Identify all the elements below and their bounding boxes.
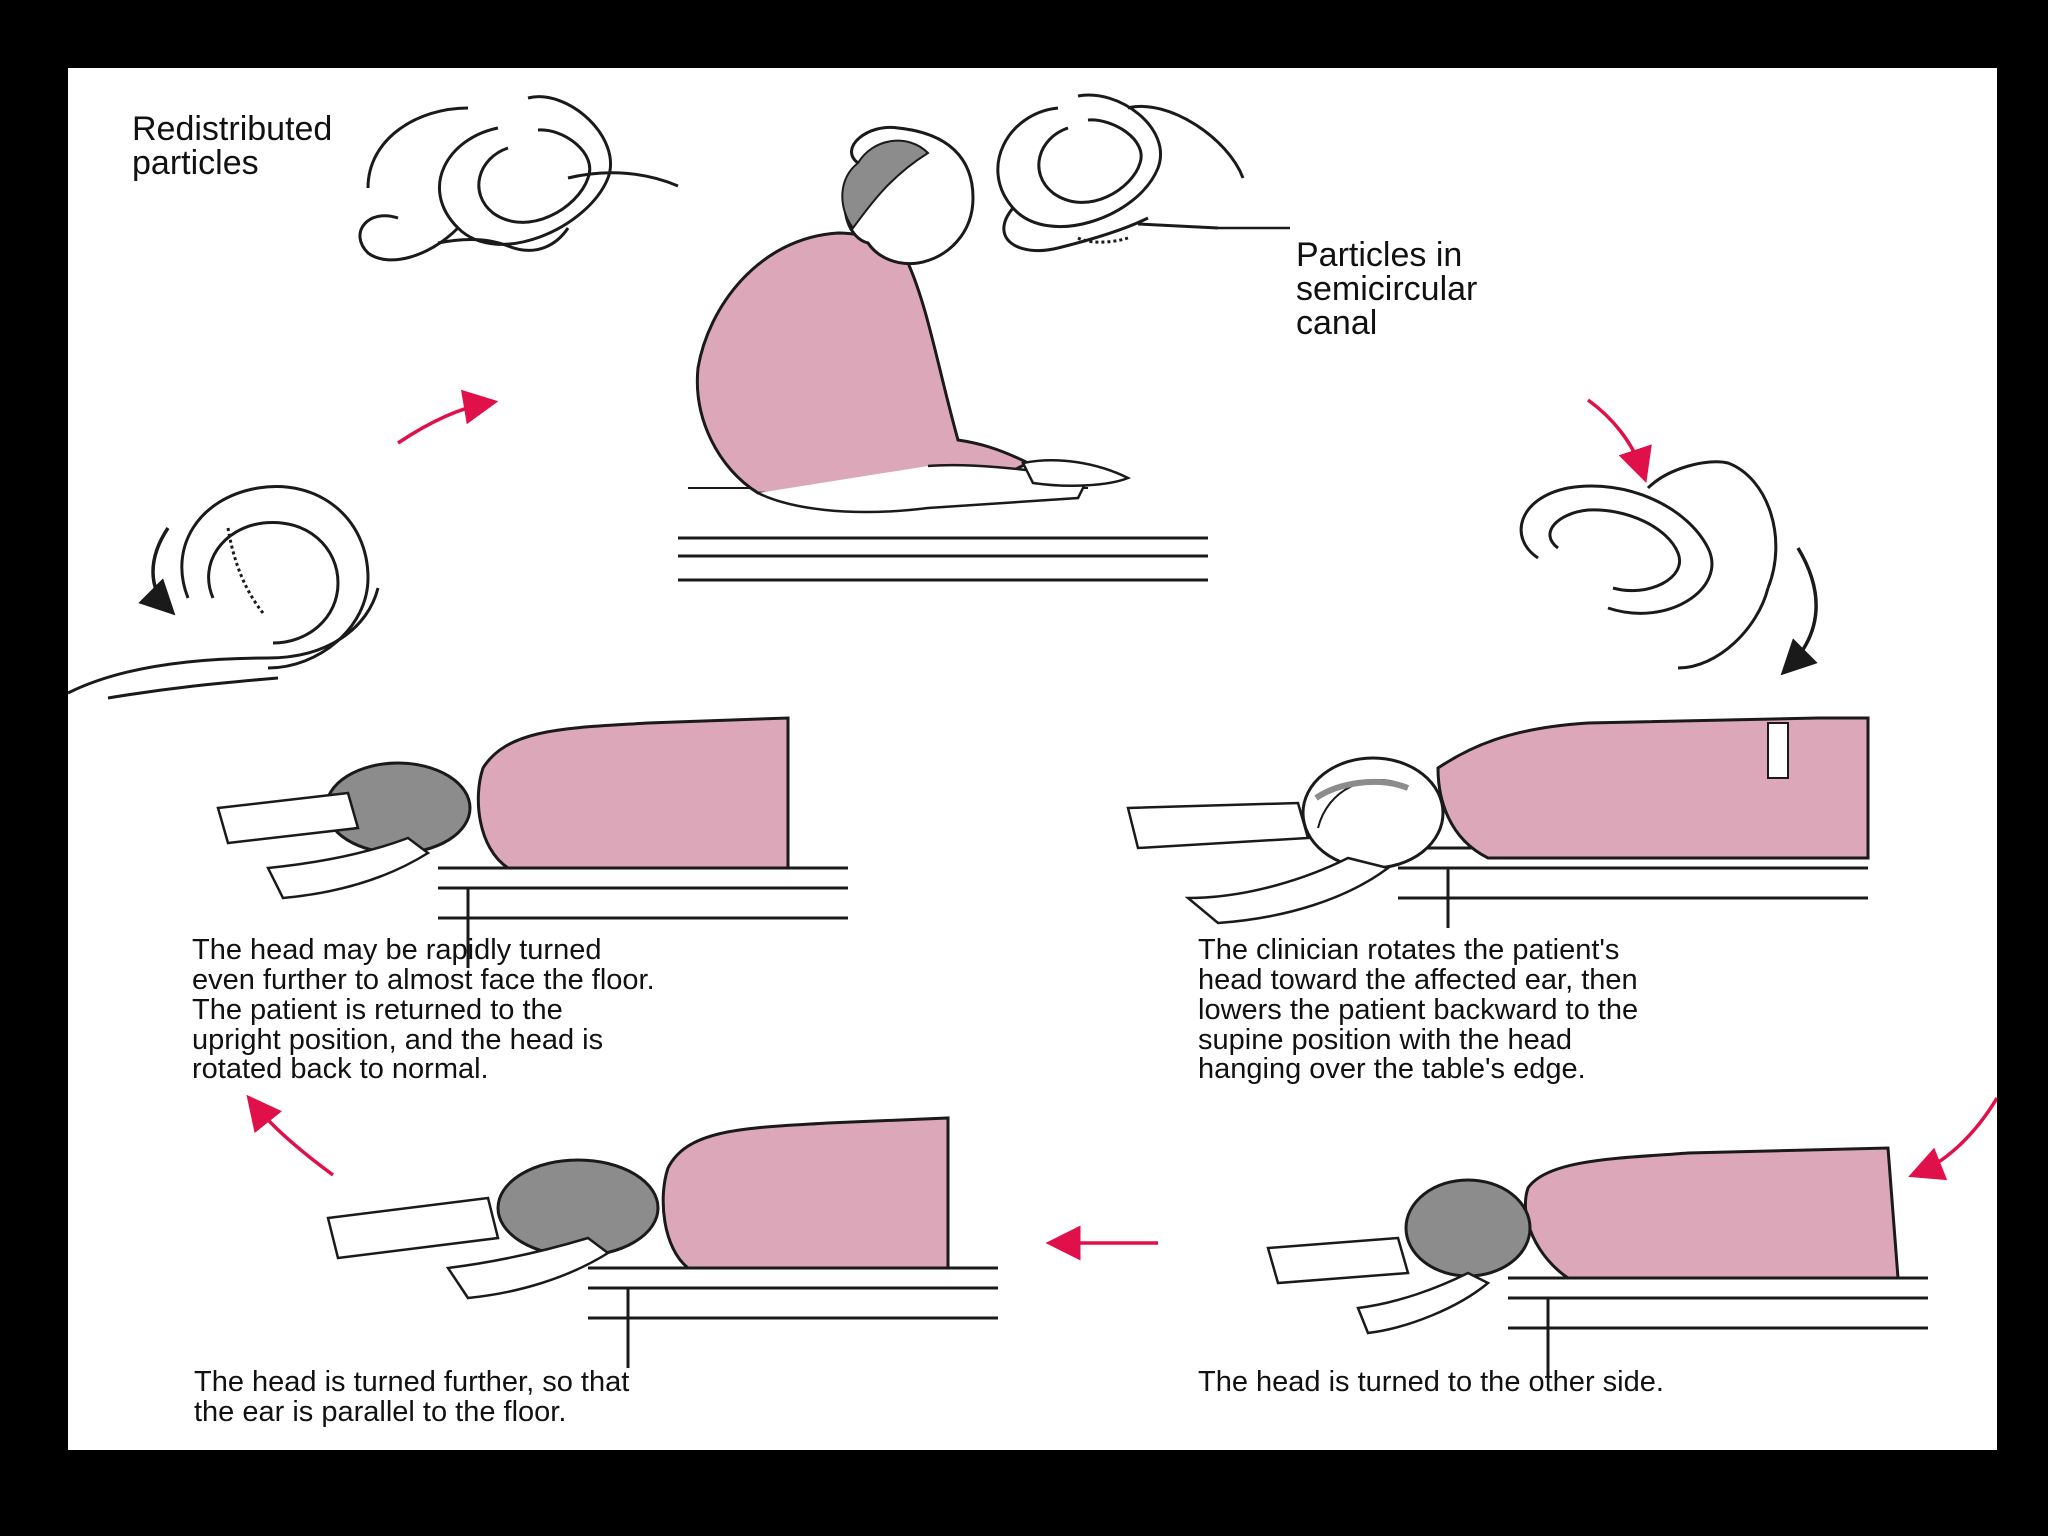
caption-line: The patient is returned to the	[192, 993, 563, 1026]
caption-step5: The head may be rapidly turned even furt…	[192, 934, 655, 1086]
redistributed-particles-label: Redistributed particles	[132, 112, 332, 180]
caption-step4: The head is turned further, so that the …	[194, 1366, 630, 1428]
caption-step2: The clinician rotates the patient's head…	[1198, 934, 1639, 1086]
caption-line: upright position, and the head is	[192, 1023, 604, 1056]
caption-line: head toward the affected ear, then	[1198, 963, 1638, 996]
caption-line: even further to almost face the floor.	[192, 963, 655, 996]
label-line: canal	[1296, 304, 1378, 342]
caption-line: supine position with the head	[1198, 1023, 1573, 1056]
maneuver-illustration	[68, 93, 1997, 1378]
inner-ear-returning-icon	[68, 485, 380, 700]
caption-line: lowers the patient backward to the	[1198, 993, 1639, 1026]
maneuver-diagram: Redistributed particles Particles in sem…	[68, 68, 1997, 1450]
supine-patient-figure-right	[1126, 716, 1870, 928]
label-line: particles	[132, 144, 259, 182]
arrow-to-step5	[246, 1094, 335, 1177]
rotation-arrow-icon	[246, 389, 1997, 1261]
particles-in-canal-label: Particles in semicircular canal	[1296, 238, 1477, 340]
arrow-to-step2	[1586, 398, 1652, 483]
caption-line: the ear is parallel to the floor.	[194, 1395, 567, 1428]
label-line: semicircular	[1296, 270, 1478, 308]
caption-step3: The head is turned to the other side.	[1198, 1366, 1664, 1398]
caption-line: hanging over the table's edge.	[1198, 1053, 1586, 1086]
label-line: Redistributed	[132, 110, 333, 148]
caption-line: The head is turned to the other side.	[1198, 1366, 1664, 1398]
prone-patient-figure-right	[1266, 1146, 1928, 1378]
caption-line: The clinician rotates the patient's	[1198, 934, 1620, 966]
arrow-to-step3	[1908, 1097, 1997, 1181]
seated-patient-figure	[678, 125, 1208, 582]
arrow-to-step1	[397, 389, 499, 445]
caption-line: rotated back to normal.	[192, 1053, 489, 1086]
inner-ear-redistributed-icon	[358, 95, 679, 262]
prone-patient-figure-left	[326, 1116, 998, 1368]
label-line: Particles in	[1296, 236, 1463, 274]
caption-line: The head may be rapidly turned	[192, 934, 602, 966]
prone-patient-figure-upper-left	[216, 716, 848, 968]
caption-line: The head is turned further, so that	[194, 1366, 630, 1398]
inner-ear-particles-icon	[996, 93, 1245, 253]
inner-ear-rotating-icon	[1519, 460, 1818, 676]
